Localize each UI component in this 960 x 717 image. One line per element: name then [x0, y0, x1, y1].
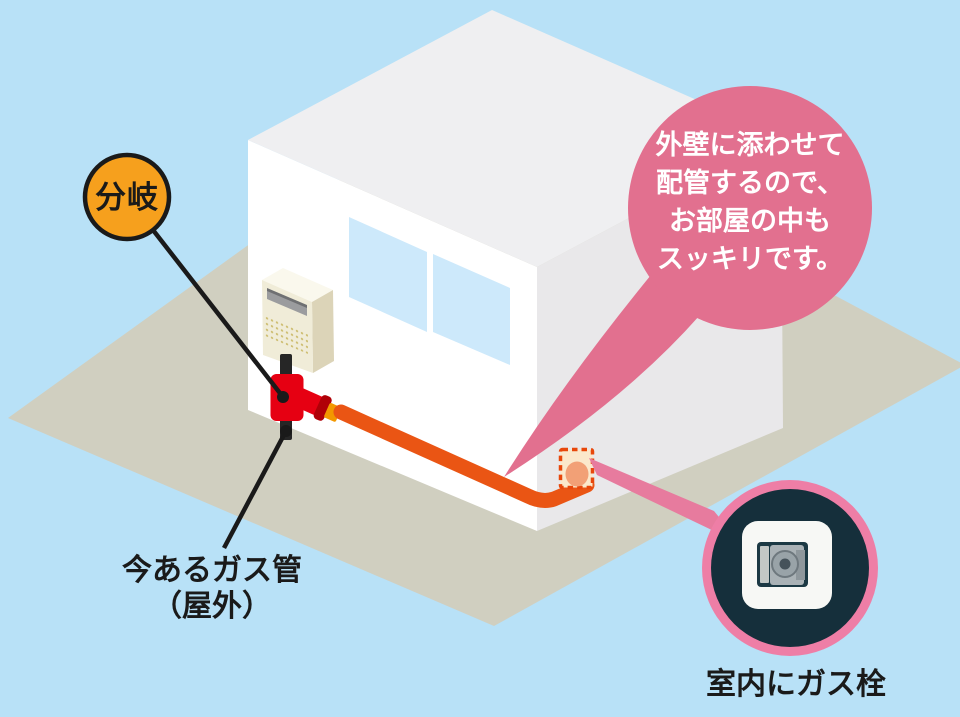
speech-bubble-line: お部屋の中も [669, 206, 831, 236]
speech-bubble-line: スッキリです。 [656, 244, 844, 274]
gas-outlet-marker [558, 447, 595, 490]
gas-outlet-blob [565, 461, 589, 487]
water-heater-slit [267, 291, 307, 316]
gas-valve-side-detail [796, 550, 805, 580]
window-right [433, 254, 510, 365]
water-heater [262, 268, 334, 373]
speech-bubble-line: 配管するので、 [656, 168, 844, 198]
new-gas-pipe [333, 404, 595, 508]
callout-line-branch [151, 228, 285, 399]
speech-bubble-tail [504, 270, 700, 477]
indoor-tap-label: 室内にガス栓 [706, 668, 886, 701]
existing-pipe-label-line1: 今あるガス管 [122, 554, 302, 587]
branch-badge-label: 分岐 [95, 180, 159, 215]
branch-badge-circle [82, 152, 172, 242]
house-left-wall [248, 140, 537, 531]
speech-bubble [628, 86, 872, 330]
photo-inset [702, 480, 878, 656]
existing-pipe-label: 今あるガス管 （屋外） [88, 553, 336, 625]
gas-outlet-slot [760, 546, 769, 583]
speech-bubble-line: 外壁に添わせて [655, 130, 845, 160]
photo-pointer-wedge [589, 458, 741, 544]
existing-pipe-label-line2: （屋外） [152, 590, 272, 623]
callout-line-existing-pipe [222, 429, 288, 550]
water-heater-top [262, 268, 333, 302]
water-heater-side [312, 290, 334, 373]
speech-bubble-text: 外壁に添わせて 配管するので、 お部屋の中も スッキリです。 [628, 126, 872, 278]
gas-valve-center [779, 558, 791, 570]
callout-anchor-branch [277, 391, 289, 403]
callout-anchor-existing-pipe [280, 425, 292, 437]
water-heater-vents [265, 314, 308, 354]
window-left [349, 217, 427, 332]
valve-arm-cap [313, 395, 332, 421]
